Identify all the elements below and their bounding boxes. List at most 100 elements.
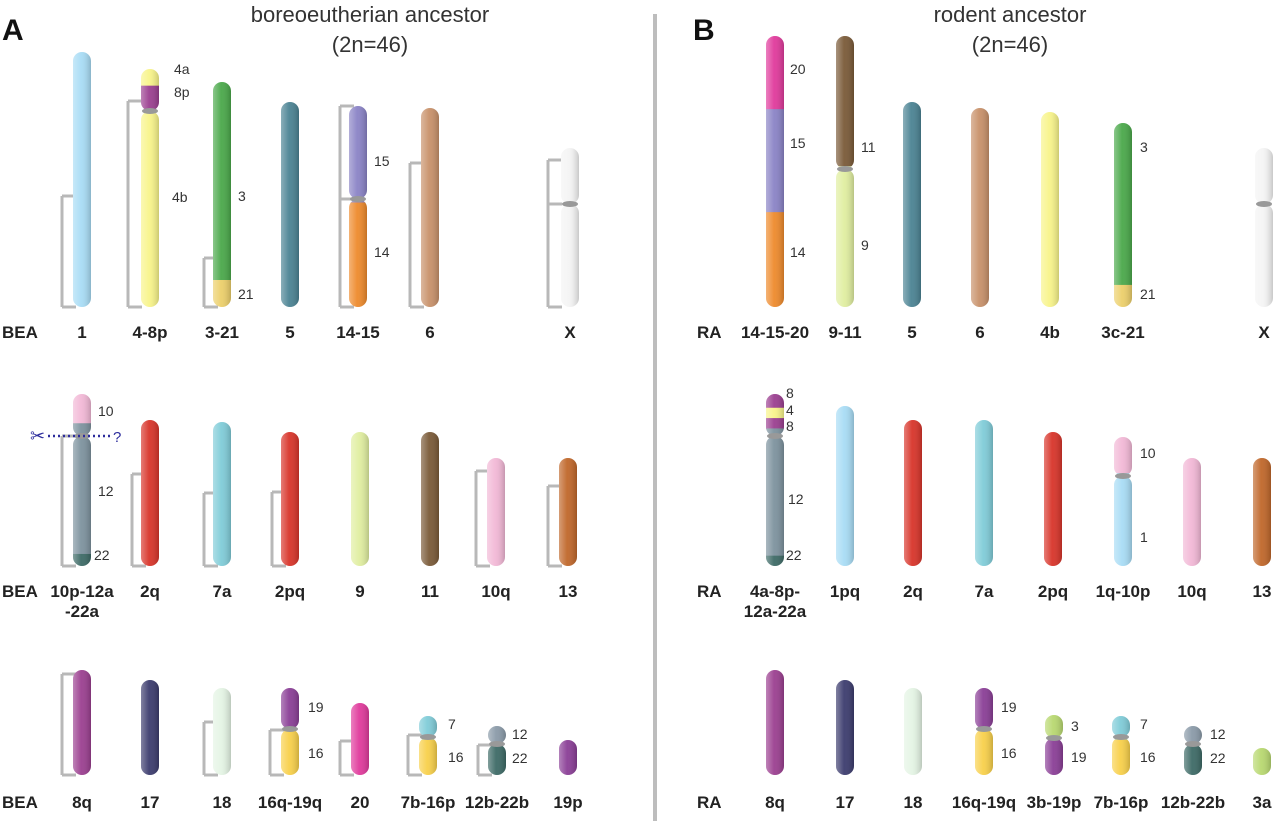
segment-label: 19 bbox=[308, 699, 324, 715]
chromosome-name: 7b-16p bbox=[401, 793, 456, 812]
chromosome-name: 14-15 bbox=[336, 323, 379, 342]
chromosome-2q: 2q bbox=[130, 420, 160, 601]
segment-label: 12 bbox=[512, 726, 528, 742]
row-label: RA bbox=[697, 582, 722, 601]
centromere bbox=[142, 108, 158, 114]
chromosome-X: X bbox=[1255, 148, 1273, 342]
chromosome-name: 6 bbox=[425, 323, 434, 342]
chromosome-17: 17 bbox=[836, 680, 855, 812]
segment-label: 16 bbox=[308, 745, 324, 761]
chromosome-name: 12b-22b bbox=[465, 793, 529, 812]
segment-label: 22 bbox=[1210, 750, 1226, 766]
chromosome-5: 5 bbox=[903, 102, 921, 342]
chromosome-name: 2pq bbox=[1038, 582, 1068, 601]
chromosome-13: 13 bbox=[1253, 458, 1271, 601]
chromosome-name: 7a bbox=[975, 582, 994, 601]
segment-label: 16 bbox=[448, 749, 464, 765]
chromosome-2q: 2q bbox=[903, 420, 923, 601]
chromosome-name: 1q-10p bbox=[1096, 582, 1151, 601]
segment-label: 16 bbox=[1140, 749, 1156, 765]
chromosome-name: 16q-19q bbox=[952, 793, 1016, 812]
segment-label: 15 bbox=[790, 135, 806, 151]
segment-label: 4b bbox=[172, 189, 188, 205]
centromere bbox=[562, 201, 578, 207]
segment-label: 19 bbox=[1001, 699, 1017, 715]
segment-label: 22 bbox=[786, 547, 802, 563]
chromosome-name: 1 bbox=[77, 323, 86, 342]
chromosome-name: 12b-22b bbox=[1161, 793, 1225, 812]
chromosome-name: 14-15-20 bbox=[741, 323, 809, 342]
segment-label: 22 bbox=[94, 547, 110, 563]
segment-label: 4 bbox=[786, 402, 794, 418]
chromosome-name: 19p bbox=[553, 793, 582, 812]
chromosome-name: 4a-8p- bbox=[750, 582, 800, 601]
panel-a-letter: A bbox=[2, 14, 24, 47]
chromosome-2pq: 2pq bbox=[270, 432, 305, 601]
chromosome-6: 6 bbox=[971, 108, 989, 342]
segment-label: 7 bbox=[448, 716, 456, 732]
chromosome-name: 17 bbox=[836, 793, 855, 812]
chromosome-name: 8q bbox=[765, 793, 785, 812]
panel-b-title: rodent ancestor (2n=46) bbox=[830, 0, 1190, 60]
panel-a-title-line2: (2n=46) bbox=[331, 32, 409, 57]
segment-label: 12 bbox=[1210, 726, 1226, 742]
segment-label: 10 bbox=[1140, 445, 1156, 461]
segment-label: 4a bbox=[174, 61, 190, 77]
chromosome-name: 12a-22a bbox=[744, 602, 807, 621]
segment-label: 21 bbox=[238, 286, 254, 302]
chromosome-18: 18 bbox=[904, 688, 923, 812]
chromosome-7a: 7a bbox=[975, 420, 994, 601]
centromere bbox=[1046, 735, 1062, 741]
chromosome-8q: 8q bbox=[765, 670, 785, 812]
chromosome-5: 5 bbox=[281, 102, 299, 342]
chromosome-17: 17 bbox=[141, 680, 159, 812]
chromosome-X: X bbox=[546, 148, 579, 342]
chromosome-name: -22a bbox=[65, 602, 100, 621]
chromosome-3a: 3a bbox=[1253, 748, 1272, 812]
chromosome-name: 8q bbox=[72, 793, 92, 812]
chromosome-7b-16p: 7 16 7b-16p bbox=[401, 716, 464, 812]
segment-label: 10 bbox=[98, 403, 114, 419]
chromosome-name: 7a bbox=[213, 582, 232, 601]
chromosome-name: 4b bbox=[1040, 323, 1060, 342]
chromosome-8q: 8q bbox=[60, 670, 92, 812]
segment-label: 3 bbox=[1140, 139, 1148, 155]
chromosome-9: 9 bbox=[351, 432, 369, 601]
chromosome-name: 3a bbox=[1253, 793, 1272, 812]
panel-b-title-line2: (2n=46) bbox=[971, 32, 1049, 57]
chromosome-name: X bbox=[564, 323, 576, 342]
centromere bbox=[489, 741, 505, 747]
chromosome-7a: 7a bbox=[202, 422, 232, 601]
segment-label: 7 bbox=[1140, 716, 1148, 732]
row-label: RA bbox=[697, 793, 722, 812]
chromosome-name: 18 bbox=[904, 793, 923, 812]
chromosome-name: 13 bbox=[559, 582, 578, 601]
centromere bbox=[1256, 201, 1272, 207]
scissors-icon: ✂ bbox=[30, 426, 45, 446]
centromere bbox=[837, 166, 853, 172]
centromere bbox=[350, 196, 366, 202]
segment-label: 8 bbox=[786, 418, 794, 434]
fission-mark: ✂? bbox=[30, 426, 121, 446]
centromere bbox=[282, 726, 298, 732]
chromosome-name: 10p-12a bbox=[50, 582, 114, 601]
chromosome-name: 5 bbox=[907, 323, 916, 342]
segment-label: 19 bbox=[1071, 749, 1087, 765]
question-mark: ? bbox=[113, 429, 121, 446]
centromere bbox=[976, 726, 992, 732]
segment-label: 12 bbox=[98, 483, 114, 499]
row-label: BEA bbox=[2, 582, 38, 601]
segment-label: 12 bbox=[788, 491, 804, 507]
length-bracket bbox=[338, 104, 354, 309]
centromere bbox=[1113, 734, 1129, 740]
length-bracket bbox=[60, 672, 76, 777]
